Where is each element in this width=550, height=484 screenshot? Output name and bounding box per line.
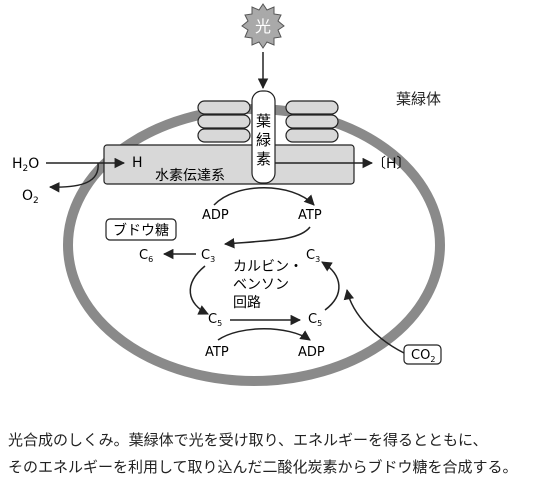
atp-to-cycle-arrow [223,226,311,249]
co2-arrow [343,288,405,354]
co2-label: CO2 [411,348,435,364]
chlorophyll-char-2: 緑 [256,131,271,149]
c3-right-label: C3 [306,248,320,264]
h-bracket-label: 〔H〕 [372,156,411,172]
c6-label: C6 [139,248,153,264]
chloroplast-label: 葉緑体 [396,90,441,108]
electron-transport-label: 水素伝達系 [155,168,225,184]
adp-atp-arrow [213,187,315,206]
caption-line-2: そのエネルギーを利用して取り込んだ二酸化炭素からブドウ糖を合成する。 [8,458,518,476]
co2-box [403,344,442,365]
atp-adp-bottom-arrow [217,328,311,341]
chlorophyll-box [251,90,276,184]
calvin-line-2: ベンソン [233,277,289,293]
c5-left-label: C5 [208,312,222,328]
c5-right-label: C5 [308,312,322,328]
grana-left [197,100,251,143]
light-label: 光 [255,17,271,36]
o2-label: O2 [22,188,39,206]
glucose-box [105,218,177,241]
atp-top-label: ATP [298,208,322,223]
caption-line-1: 光合成のしくみ。葉緑体で光を受け取り、エネルギーを得るとともに、 [8,431,488,449]
c3-left-label: C3 [201,248,215,264]
chlorophyll-char-3: 素 [256,150,271,168]
h2o-label: H2O [12,156,39,174]
glucose-label: ブドウ糖 [113,222,169,239]
h-label: H [132,155,143,171]
o2-arrow [48,162,99,193]
chlorophyll-char-1: 葉 [256,112,271,130]
adp-top-label: ADP [202,208,229,223]
thylakoid-membrane [103,144,355,185]
atp-bottom-label: ATP [205,345,229,360]
cycle-left-arrow [189,265,209,315]
grana-right [285,100,339,143]
sun-icon [241,3,285,49]
adp-bottom-label: ADP [298,345,325,360]
cycle-right-arrow [321,261,340,311]
calvin-line-3: 回路 [233,295,261,311]
calvin-line-1: カルビン・ [233,259,303,275]
